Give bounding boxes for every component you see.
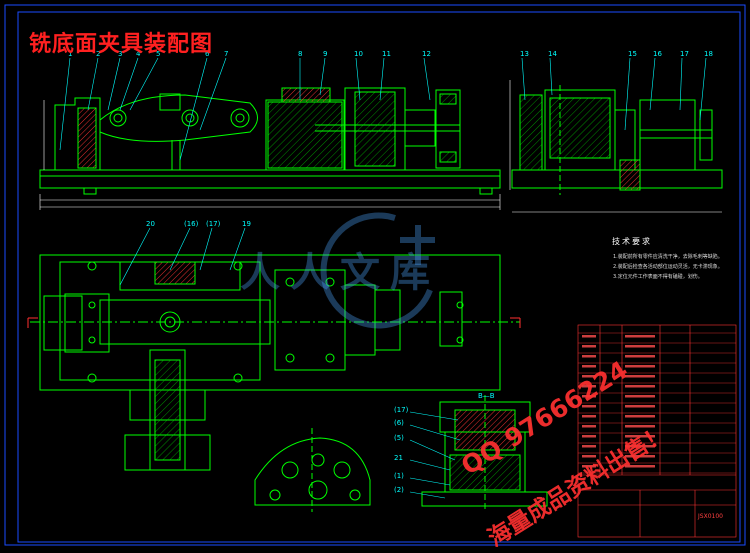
bom-table: [577, 324, 737, 538]
bom-cell-mark: [625, 375, 655, 378]
bom-cell-mark: [582, 355, 596, 358]
front-base-plate: [39, 169, 501, 189]
bom-cell-mark: [582, 445, 596, 448]
plan-view: [30, 254, 520, 471]
side-dimensions: [509, 80, 722, 213]
bom-cell-mark: [582, 345, 596, 348]
part-number-label: (5): [394, 434, 404, 442]
bom-cell-mark: [582, 405, 596, 408]
part-number-label: 15: [628, 50, 637, 58]
drawing-code: JSX0100: [698, 513, 723, 520]
bom-cell-mark: [582, 465, 596, 468]
tech-requirements-heading: 技术要求: [612, 237, 652, 246]
bom-cell-mark: [625, 425, 655, 428]
part-number-label: 6: [205, 50, 210, 58]
part-number-label: 21: [394, 454, 403, 462]
bom-cell-mark: [625, 445, 655, 448]
part-number-label: 8: [298, 50, 302, 58]
part-number-label: 3: [118, 50, 122, 58]
part-number-label: (6): [394, 419, 404, 427]
section-markers: [27, 317, 521, 328]
outer-border: [4, 4, 746, 546]
bom-cell-mark: [625, 415, 655, 418]
bom-cell-mark: [582, 415, 596, 418]
part-number-label: 4: [136, 50, 141, 58]
part-number-label: 14: [548, 50, 557, 58]
part-number-label: 9: [323, 50, 327, 58]
tech-requirement-line: 2.装配后检查各活动部位运动灵活，无卡滞现象。: [613, 264, 723, 270]
bom-cell-mark: [582, 375, 596, 378]
part-number-label: 7: [224, 50, 228, 58]
bom-cell-mark: [582, 365, 596, 368]
side-base: [511, 169, 723, 189]
bom-cell-mark: [625, 345, 655, 348]
part-number-label: 16: [653, 50, 662, 58]
part-number-label: 19: [242, 220, 251, 228]
part-number-label: (16): [184, 220, 199, 228]
part-number-label: (17): [394, 406, 409, 414]
tech-requirement-line: 3.定位元件工作表面不得有磕碰，划伤。: [613, 274, 703, 280]
part-number-label: 20: [146, 220, 155, 228]
part-number-label: 12: [422, 50, 431, 58]
part-number-label: 11: [382, 50, 391, 58]
bom-cell-mark: [582, 395, 596, 398]
part-number-label: 2: [96, 50, 100, 58]
part-number-label: 18: [704, 50, 713, 58]
part-number-label: (2): [394, 486, 404, 494]
part-number-label: 1: [68, 50, 72, 58]
watermark-site: 人人文库: [240, 250, 440, 296]
front-dimensions: [39, 100, 501, 210]
inner-border: [17, 11, 741, 543]
bom-cell-mark: [582, 385, 596, 388]
part-number-label: B—B: [478, 392, 495, 400]
part-number-label: (1): [394, 472, 404, 480]
section-bb-view: [421, 395, 548, 512]
bom-cell-mark: [625, 355, 655, 358]
bom-cell-mark: [582, 435, 596, 438]
bom-cell-mark: [625, 385, 655, 388]
bom-marks: [582, 335, 655, 468]
bom-cell-mark: [582, 425, 596, 428]
bom-rows: [578, 332, 736, 474]
part-number-label: 13: [520, 50, 529, 58]
plan-base-plate: [39, 254, 501, 391]
watermark-logo: [320, 212, 435, 329]
leader-lines: [59, 57, 707, 499]
bom-cell-mark: [582, 455, 596, 458]
bom-cell-mark: [625, 335, 655, 338]
drawing-title: 铣底面夹具装配图: [29, 32, 214, 57]
tech-requirement-line: 1.装配前所有零件应清洗干净，去除毛刺等缺陷。: [613, 254, 723, 260]
bom-cell-mark: [625, 465, 655, 468]
part-number-label: 5: [156, 50, 160, 58]
front-view: [39, 87, 501, 195]
part-number-label: 10: [354, 50, 363, 58]
side-view: [511, 85, 723, 195]
bom-cell-mark: [625, 405, 655, 408]
bom-cell-mark: [625, 435, 655, 438]
bom-cell-mark: [625, 455, 655, 458]
bom-cell-mark: [625, 395, 655, 398]
part-number-label: 17: [680, 50, 689, 58]
round-detail-view: [254, 428, 371, 512]
bom-cell-mark: [625, 365, 655, 368]
bom-cell-mark: [582, 335, 596, 338]
part-number-label: (17): [206, 220, 221, 228]
